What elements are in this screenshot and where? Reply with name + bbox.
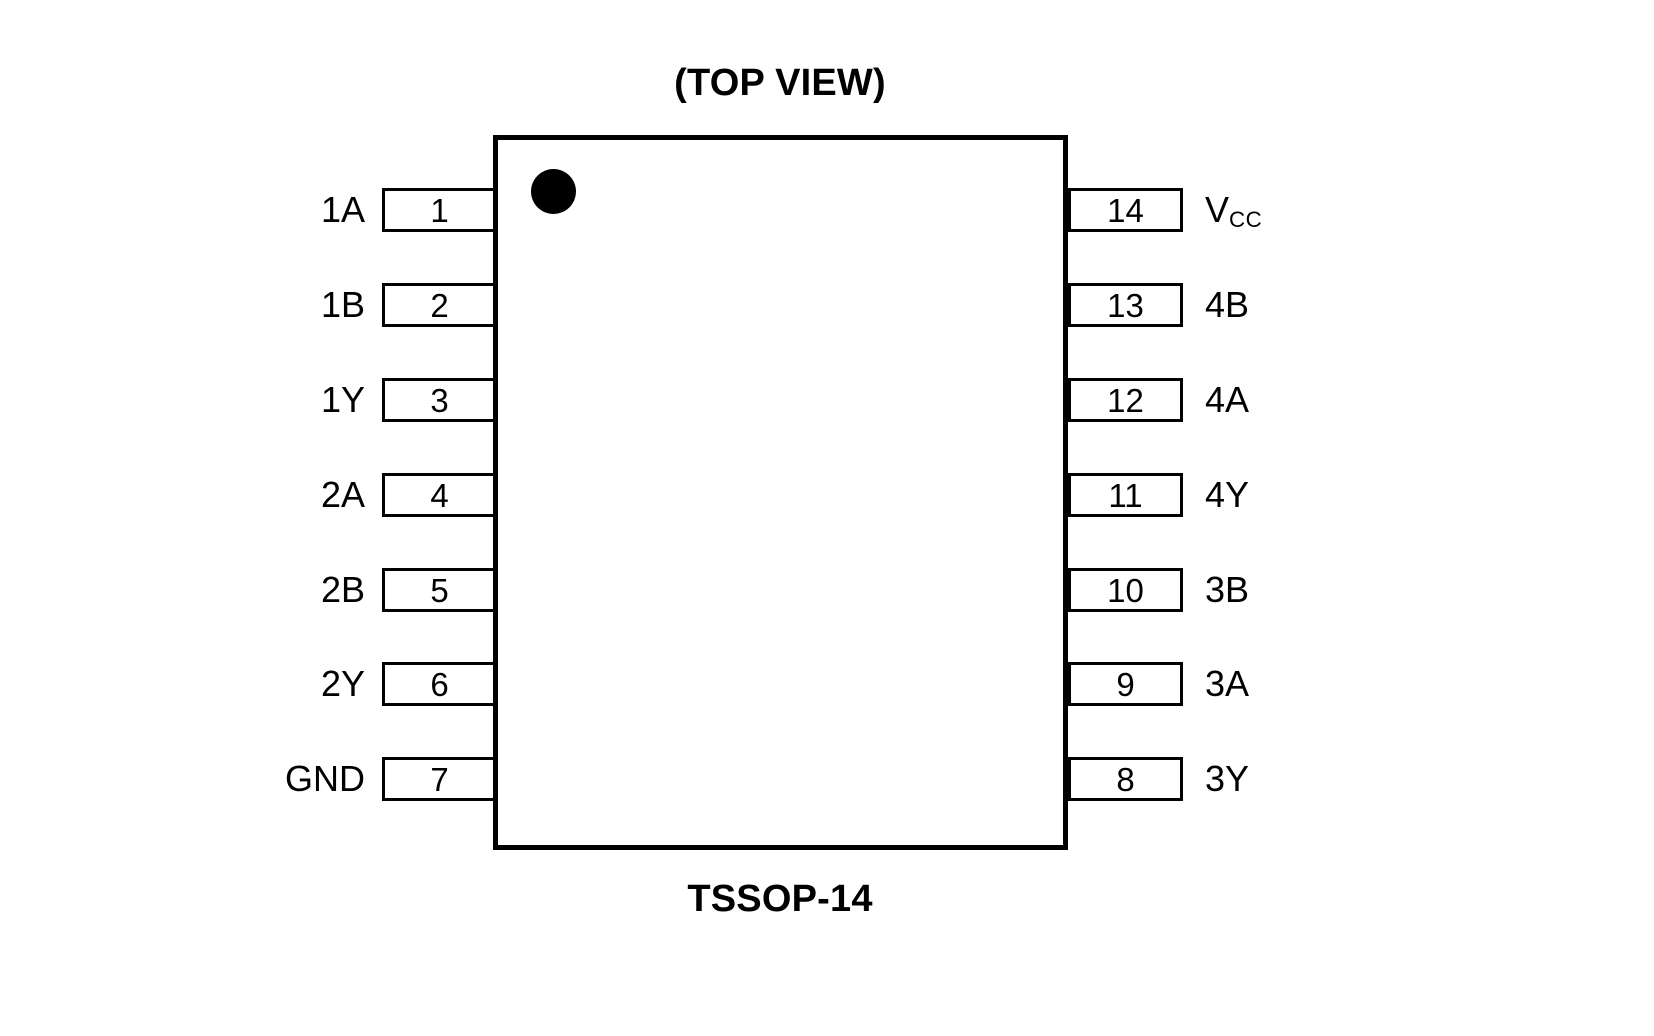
pin-box-11[interactable]: 11 [1068, 473, 1183, 517]
pin-row-14: 14 VCC [1068, 188, 1262, 232]
pin-box-2[interactable]: 2 [382, 283, 497, 327]
signal-label-4b: 4B [1205, 284, 1250, 325]
pin-row-10: 10 3B [1068, 568, 1249, 612]
pin-box-13[interactable]: 13 [1068, 283, 1183, 327]
chip-body-outline [493, 135, 1068, 850]
signal-label-vcc: VCC [1205, 189, 1263, 232]
pin-row-4: 2A 4 [190, 473, 497, 517]
pin-row-5: 2B 5 [190, 568, 497, 612]
package-caption: TSSOP-14 [687, 878, 873, 920]
pin-box-1[interactable]: 1 [382, 188, 497, 232]
pin-box-4[interactable]: 4 [382, 473, 497, 517]
signal-label-4a: 4A [1205, 379, 1250, 420]
pin-box-5[interactable]: 5 [382, 568, 497, 612]
pin-row-8: 8 3Y [1068, 757, 1249, 801]
signal-label-3a: 3A [1205, 663, 1250, 704]
pin-row-11: 11 4Y [1068, 473, 1249, 517]
pin-box-12[interactable]: 12 [1068, 378, 1183, 422]
pin-row-13: 13 4B [1068, 283, 1249, 327]
pin-row-7: GND 7 [190, 757, 497, 801]
signal-label-1a: 1A [320, 189, 365, 230]
pin-row-12: 12 4A [1068, 378, 1249, 422]
signal-label-4y: 4Y [1205, 474, 1250, 515]
view-title: (TOP VIEW) [674, 62, 886, 104]
pin-box-9[interactable]: 9 [1068, 662, 1183, 706]
pin-box-7[interactable]: 7 [382, 757, 497, 801]
pin-box-14[interactable]: 14 [1068, 188, 1183, 232]
pin-row-6: 2Y 6 [190, 662, 497, 706]
pin-row-2: 1B 2 [190, 283, 497, 327]
signal-label-1b: 1B [320, 284, 365, 325]
signal-label-2a: 2A [320, 474, 365, 515]
signal-label-3y: 3Y [1205, 758, 1250, 799]
pin-row-9: 9 3A [1068, 662, 1249, 706]
signal-label-2y: 2Y [320, 663, 365, 704]
signal-label-3b: 3B [1205, 569, 1250, 610]
pin-box-8[interactable]: 8 [1068, 757, 1183, 801]
pin-box-10[interactable]: 10 [1068, 568, 1183, 612]
vcc-subscript: CC [1229, 206, 1263, 232]
pin-box-3[interactable]: 3 [382, 378, 497, 422]
pin-box-6[interactable]: 6 [382, 662, 497, 706]
pin-1-marker-dot [531, 169, 576, 214]
pin-row-3: 1Y 3 [190, 378, 497, 422]
signal-label-2b: 2B [320, 569, 365, 610]
pin-row-1: 1A 1 [190, 188, 497, 232]
signal-label-gnd: GND [285, 758, 365, 799]
signal-label-1y: 1Y [320, 379, 365, 420]
